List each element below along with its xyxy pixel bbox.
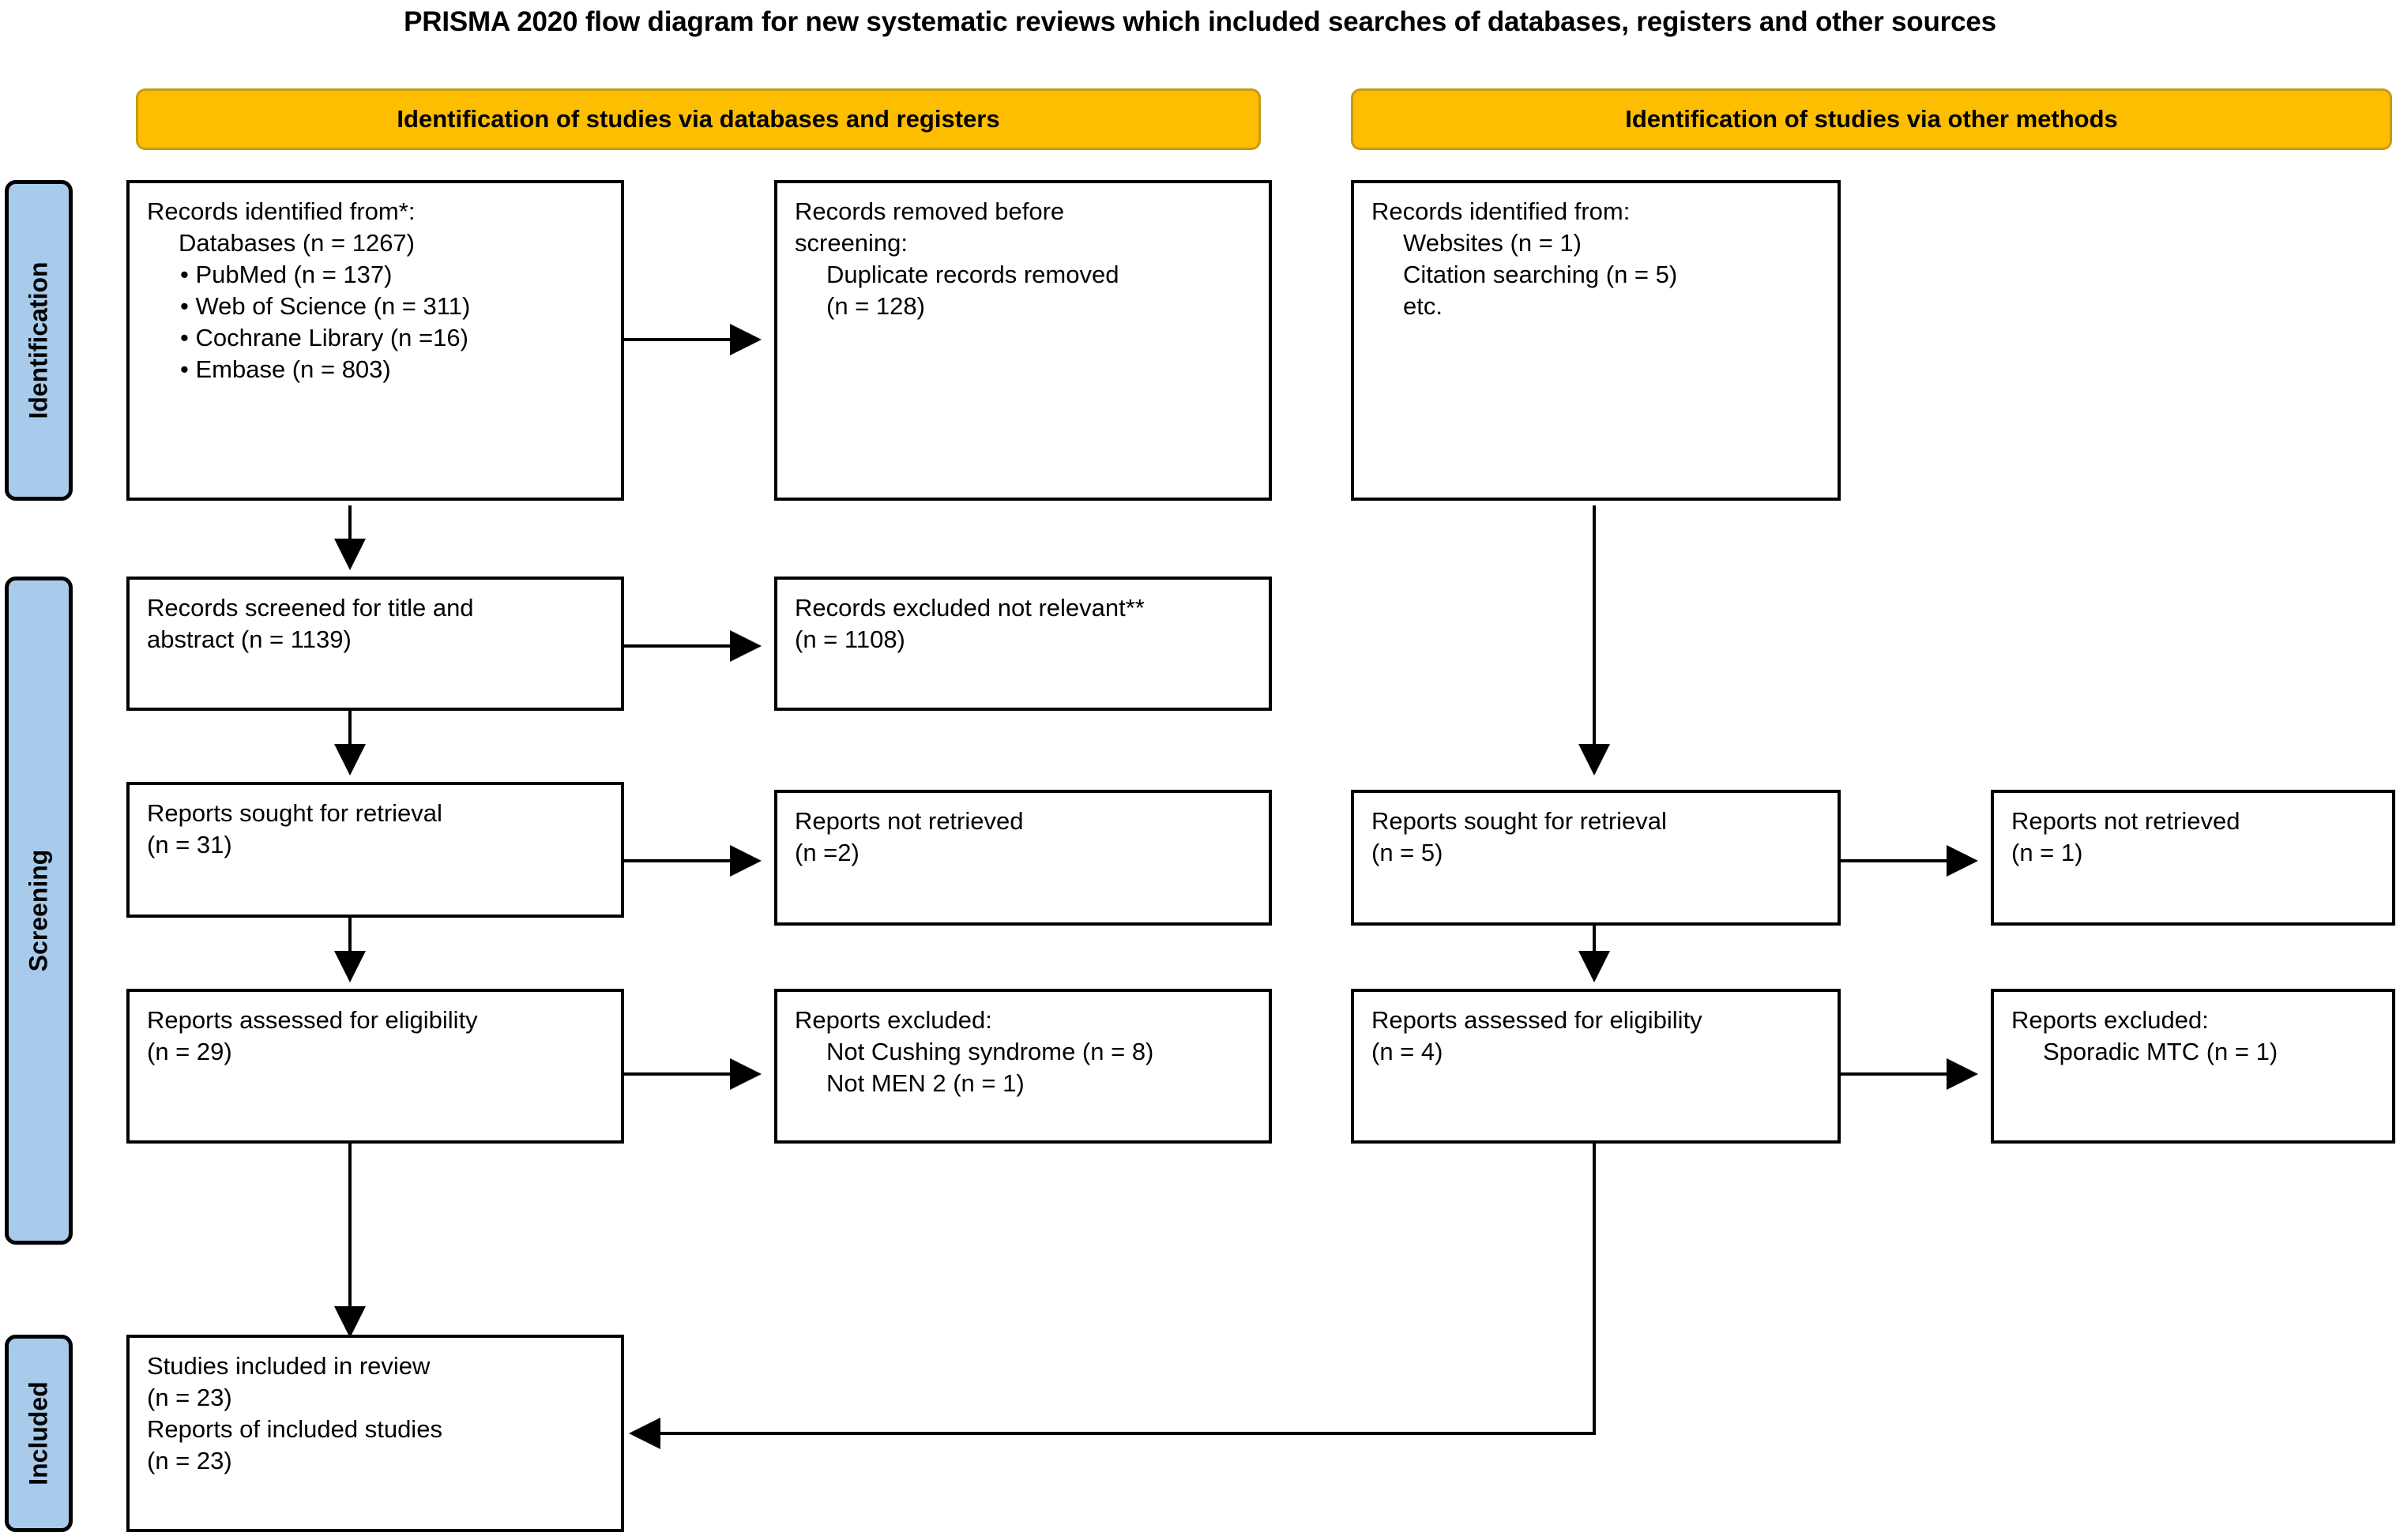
box-line: (n = 29) xyxy=(147,1038,232,1065)
box-line: Reports of included studies xyxy=(147,1415,442,1443)
box-line: Reports not retrieved xyxy=(2011,807,2240,835)
box-line: Reports not retrieved xyxy=(795,807,1024,835)
box-line: Not Cushing syndrome (n = 8) xyxy=(826,1038,1154,1065)
box-line: abstract (n = 1139) xyxy=(147,625,352,653)
box-records-identified-other: Records identified from: Websites (n = 1… xyxy=(1351,180,1841,501)
box-line: Citation searching (n = 5) xyxy=(1403,261,1678,288)
box-line: (n = 23) xyxy=(147,1447,232,1474)
phase-band-screening: Screening xyxy=(5,577,73,1245)
box-reports-assessed-databases: Reports assessed for eligibility (n = 29… xyxy=(126,989,624,1144)
box-line: (n = 4) xyxy=(1371,1038,1443,1065)
box-line: Websites (n = 1) xyxy=(1403,229,1582,257)
box-line: (n = 1108) xyxy=(795,625,905,653)
section-header-databases-registers: Identification of studies via databases … xyxy=(136,88,1261,150)
box-reports-not-retrieved-other: Reports not retrieved (n = 1) xyxy=(1991,790,2395,926)
box-line: Reports excluded: xyxy=(795,1006,992,1034)
box-line: etc. xyxy=(1403,292,1443,320)
box-line: (n = 1) xyxy=(2011,839,2083,866)
box-line: Records screened for title and xyxy=(147,594,474,622)
section-header-other-methods-label: Identification of studies via other meth… xyxy=(1625,105,2118,133)
phase-band-included: Included xyxy=(5,1335,73,1532)
box-line: Reports assessed for eligibility xyxy=(1371,1006,1702,1034)
box-records-screened: Records screened for title and abstract … xyxy=(126,577,624,711)
box-line: Reports sought for retrieval xyxy=(1371,807,1667,835)
box-line: Reports excluded: xyxy=(2011,1006,2209,1034)
box-line: Studies included in review xyxy=(147,1352,431,1380)
box-reports-sought-other: Reports sought for retrieval (n = 5) xyxy=(1351,790,1841,926)
box-reports-excluded-databases: Reports excluded: Not Cushing syndrome (… xyxy=(774,989,1272,1144)
box-line: (n = 31) xyxy=(147,831,232,858)
box-line: (n =2) xyxy=(795,839,860,866)
box-reports-excluded-other: Reports excluded: Sporadic MTC (n = 1) xyxy=(1991,989,2395,1144)
page-title: PRISMA 2020 flow diagram for new systema… xyxy=(404,6,1996,37)
box-reports-assessed-other: Reports assessed for eligibility (n = 4) xyxy=(1351,989,1841,1144)
box-line: Records identified from: xyxy=(1371,197,1631,225)
section-header-other-methods: Identification of studies via other meth… xyxy=(1351,88,2392,150)
box-reports-sought-databases: Reports sought for retrieval (n = 31) xyxy=(126,782,624,918)
box-records-identified-databases: Records identified from*: Databases (n =… xyxy=(126,180,624,501)
box-line: (n = 23) xyxy=(147,1384,232,1411)
box-line: Reports sought for retrieval xyxy=(147,799,442,827)
box-line: screening: xyxy=(795,229,908,257)
box-line: Records identified from*: xyxy=(147,197,416,225)
box-reports-not-retrieved-databases: Reports not retrieved (n =2) xyxy=(774,790,1272,926)
box-line: • Embase (n = 803) xyxy=(180,355,391,383)
box-records-excluded: Records excluded not relevant** (n = 110… xyxy=(774,577,1272,711)
section-header-databases-registers-label: Identification of studies via databases … xyxy=(397,105,1000,133)
box-line: Records excluded not relevant** xyxy=(795,594,1145,622)
phase-band-identification: Identification xyxy=(5,180,73,501)
box-line: Reports assessed for eligibility xyxy=(147,1006,478,1034)
box-line: • PubMed (n = 137) xyxy=(180,261,393,288)
box-line: (n = 128) xyxy=(826,292,925,320)
box-line: (n = 5) xyxy=(1371,839,1443,866)
box-line: • Web of Science (n = 311) xyxy=(180,292,471,320)
arrow-assessed-other-to-included xyxy=(629,1144,1596,1449)
box-line: Databases (n = 1267) xyxy=(179,229,415,257)
box-line: • Cochrane Library (n =16) xyxy=(180,324,468,351)
box-line: Not MEN 2 (n = 1) xyxy=(826,1069,1025,1097)
box-line: Duplicate records removed xyxy=(826,261,1119,288)
box-line: Records removed before xyxy=(795,197,1065,225)
box-records-removed-before-screening: Records removed before screening: Duplic… xyxy=(774,180,1272,501)
box-line: Sporadic MTC (n = 1) xyxy=(2043,1038,2278,1065)
box-studies-included: Studies included in review (n = 23) Repo… xyxy=(126,1335,624,1532)
